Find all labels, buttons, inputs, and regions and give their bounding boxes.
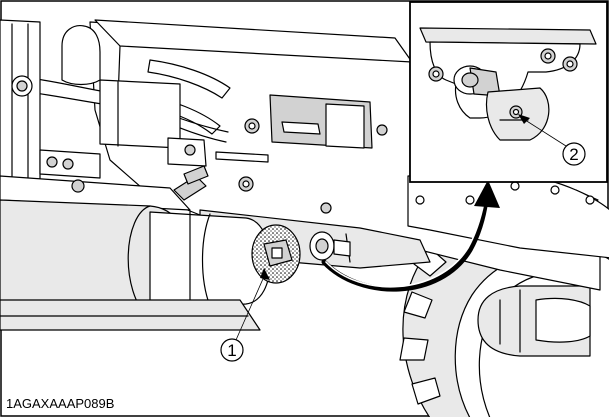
callout-2-label: 2 bbox=[569, 145, 578, 164]
callout-1: 1 bbox=[220, 268, 270, 362]
drain-plug-2 bbox=[309, 231, 351, 261]
callout-2: 2 bbox=[562, 142, 586, 166]
figure-code: 1AGAXAAAP089B bbox=[6, 396, 114, 411]
drive-shaft bbox=[0, 165, 271, 331]
callout-arrow bbox=[321, 180, 500, 292]
hoses-and-pipes bbox=[27, 25, 231, 167]
callout-1-label: 1 bbox=[227, 341, 236, 360]
drain-plug-1 bbox=[251, 224, 301, 284]
detail-inset bbox=[409, 1, 608, 183]
